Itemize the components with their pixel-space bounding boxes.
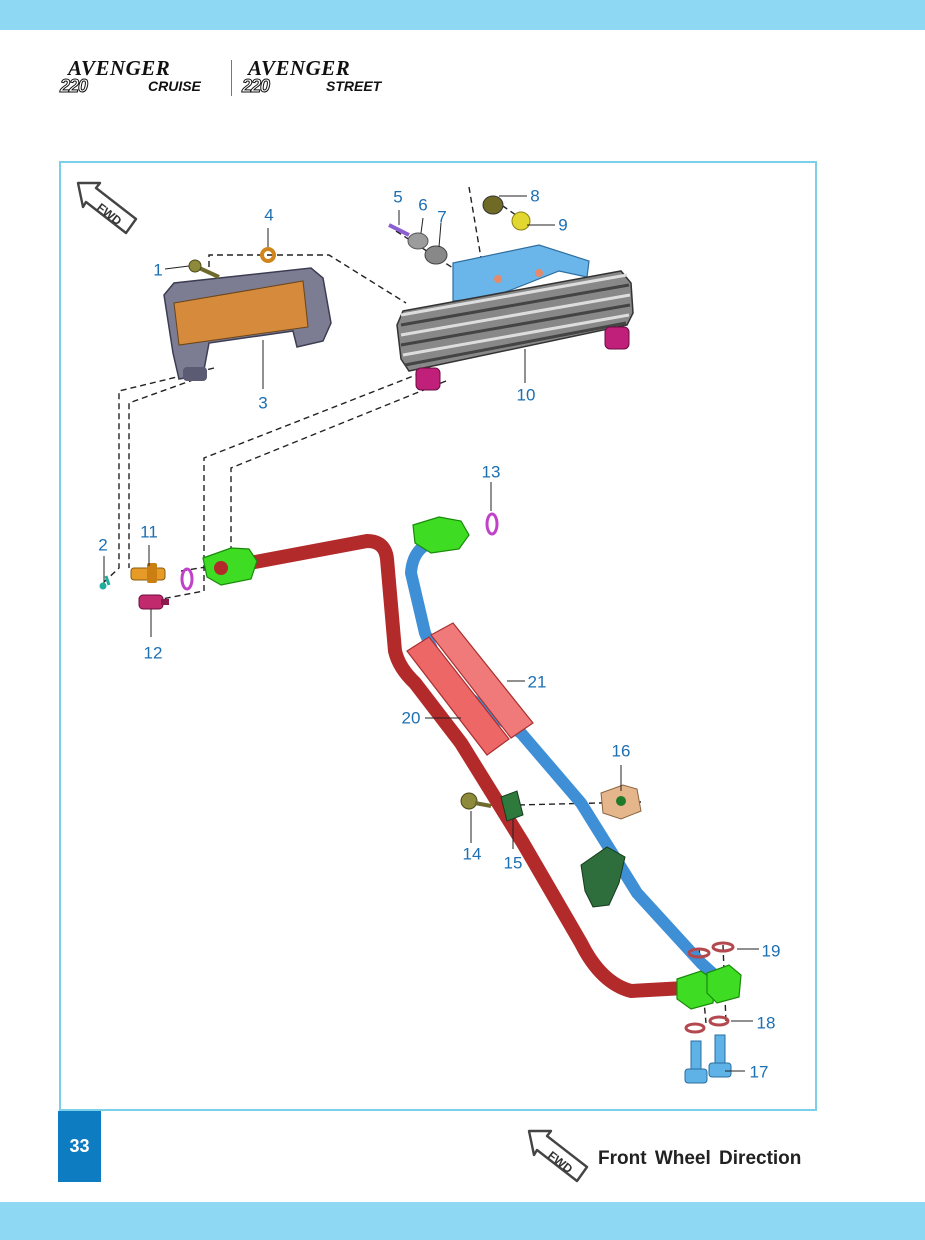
- hose-fitting-upper-right: [412, 516, 470, 554]
- logo-left-number: 220: [59, 76, 88, 97]
- callout-leader-lines: [103, 195, 759, 1072]
- parts-diagram-frame: FWD: [59, 161, 817, 1111]
- callout-21: 21: [527, 672, 547, 692]
- page-number-badge: 33: [58, 1111, 101, 1182]
- union-fitting-part-11: [130, 563, 166, 583]
- callout-9: 9: [558, 215, 568, 235]
- callout-6: 6: [418, 195, 428, 215]
- callout-14: 14: [462, 844, 482, 864]
- bolt-part-5: [388, 223, 410, 237]
- callout-12: 12: [143, 643, 163, 663]
- callout-13: 13: [481, 462, 501, 482]
- nut-part-8: [482, 195, 504, 215]
- avenger-logo: AVENGER 220 CRUISE AVENGER 220 STREET: [58, 56, 410, 98]
- callout-8: 8: [530, 186, 540, 206]
- washer-part-4: [260, 247, 276, 263]
- hose-fitting-upper-left: [202, 547, 258, 586]
- callout-18: 18: [756, 1013, 776, 1033]
- callout-3: 3: [258, 393, 268, 413]
- hose-sleeve-part-20: [406, 636, 510, 756]
- screw-part-2: [99, 575, 111, 590]
- banjo-bolt-part-12: [138, 594, 169, 610]
- callout-15: 15: [503, 853, 523, 873]
- hose-sleeve-part-21: [430, 622, 534, 739]
- o-ring-left: [180, 567, 194, 591]
- clamp-part-16: [600, 784, 642, 820]
- parts-diagram: FWD: [76, 181, 759, 1084]
- callout-7: 7: [437, 207, 447, 227]
- callout-10: 10: [516, 385, 536, 405]
- oil-cooler-cover: [163, 267, 332, 381]
- hose-fitting-lower: [676, 964, 742, 1010]
- callout-16: 16: [611, 741, 631, 761]
- bolt-part-14: [460, 792, 492, 810]
- logo-right-variant: STREET: [326, 78, 382, 94]
- banjo-bolts-part-17: [684, 1034, 732, 1084]
- spacer-part-7: [424, 245, 448, 265]
- logo-right-script: AVENGER: [248, 56, 351, 80]
- callout-17: 17: [749, 1062, 769, 1082]
- callout-11: 11: [140, 522, 158, 542]
- callout-20: 20: [401, 708, 421, 728]
- top-color-band: [0, 0, 925, 30]
- washers-part-19: [687, 941, 735, 959]
- callout-2: 2: [98, 535, 108, 555]
- logo-left-variant: CRUISE: [148, 78, 201, 94]
- oil-cooler-radiator: [396, 270, 634, 391]
- o-ring-part-13: [485, 512, 499, 536]
- red-oil-hose: [232, 534, 692, 998]
- washers-part-18: [684, 1015, 730, 1034]
- logo-right-number: 220: [241, 76, 270, 97]
- fwd-arrow-icon: FWD: [76, 181, 138, 235]
- callout-19: 19: [761, 941, 781, 961]
- hose-clamp-bracket: [580, 846, 626, 908]
- front-wheel-direction-legend: Front Wheel Direction: [598, 1148, 802, 1169]
- callout-1: 1: [153, 260, 163, 280]
- washer-part-6: [407, 232, 429, 250]
- callout-5: 5: [393, 187, 403, 207]
- logo-divider: [231, 60, 232, 96]
- fwd-legend-icon: FWD: [527, 1129, 589, 1183]
- nut-part-9: [511, 211, 531, 231]
- clip-part-15: [500, 790, 524, 822]
- callout-4: 4: [264, 205, 274, 225]
- bolt-part-1: [188, 259, 220, 279]
- logo-left-script: AVENGER: [68, 56, 171, 80]
- bottom-color-band: [0, 1202, 925, 1240]
